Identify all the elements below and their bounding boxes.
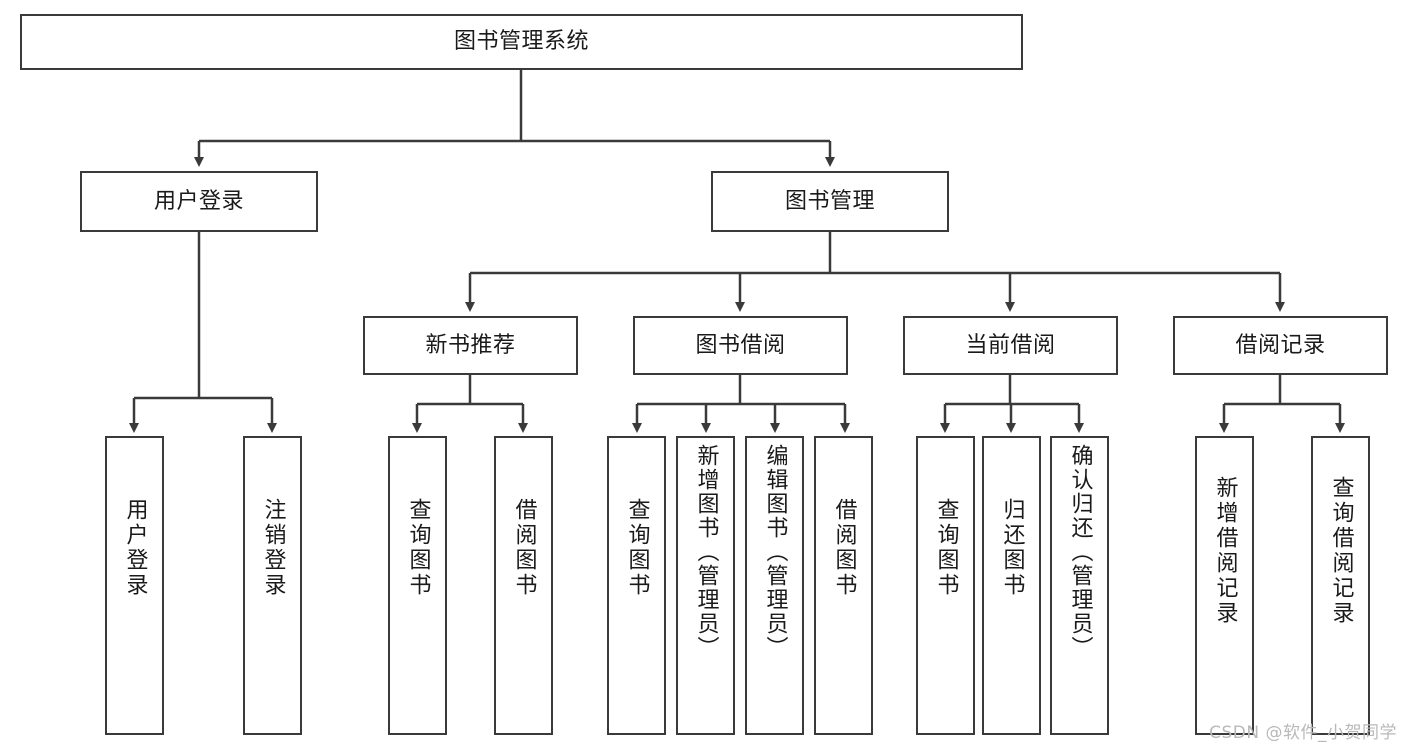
- node-leaf-edit-book[interactable]: 编辑图书（管理员）: [745, 436, 804, 735]
- node-new-book-recommend[interactable]: 新书推荐: [363, 316, 578, 375]
- node-leaf-add-record[interactable]: 新增借阅记录: [1195, 436, 1254, 735]
- node-label: 借阅图书: [831, 498, 857, 598]
- node-leaf-query-record[interactable]: 查询借阅记录: [1311, 436, 1370, 735]
- node-leaf-add-book[interactable]: 新增图书（管理员）: [676, 436, 735, 735]
- node-leaf-return-book[interactable]: 归还图书: [982, 436, 1041, 735]
- node-label: 图书管理: [784, 188, 875, 214]
- csdn-watermark: CSDN @软件_小贺同学: [1209, 723, 1397, 743]
- node-label: 图书借阅: [695, 332, 786, 358]
- node-leaf-confirm-return[interactable]: 确认归还（管理员）: [1050, 436, 1109, 735]
- node-leaf-borrow-book-1[interactable]: 借阅图书: [494, 436, 553, 735]
- node-label: 图书管理系统: [453, 29, 589, 55]
- node-label: 借阅图书: [511, 498, 537, 598]
- node-book-management[interactable]: 图书管理: [711, 171, 949, 232]
- node-label: 确认归还（管理员）: [1067, 444, 1093, 660]
- node-leaf-query-book-2[interactable]: 查询图书: [607, 436, 666, 735]
- node-label: 归还图书: [999, 498, 1025, 598]
- node-borrow-record[interactable]: 借阅记录: [1173, 316, 1388, 375]
- node-label: 用户登录: [153, 188, 244, 214]
- node-label: 查询图书: [405, 498, 431, 598]
- node-label: 新书推荐: [425, 332, 516, 358]
- node-label: 编辑图书（管理员）: [762, 444, 788, 660]
- node-leaf-query-book-3[interactable]: 查询图书: [916, 436, 975, 735]
- node-user-login[interactable]: 用户登录: [80, 171, 318, 232]
- node-label: 新增图书（管理员）: [693, 444, 719, 660]
- node-label: 查询图书: [624, 498, 650, 598]
- node-leaf-user-login[interactable]: 用户登录: [105, 436, 164, 735]
- node-book-borrow[interactable]: 图书借阅: [633, 316, 848, 375]
- node-label: 用户登录: [122, 498, 148, 598]
- node-leaf-user-logout[interactable]: 注销登录: [243, 436, 302, 735]
- node-label: 查询借阅记录: [1328, 476, 1354, 626]
- node-label: 注销登录: [260, 498, 286, 598]
- node-leaf-borrow-book-2[interactable]: 借阅图书: [814, 436, 873, 735]
- node-leaf-query-book-1[interactable]: 查询图书: [388, 436, 447, 735]
- node-label: 当前借阅: [965, 332, 1056, 358]
- node-root-system[interactable]: 图书管理系统: [20, 14, 1023, 70]
- node-label: 查询图书: [933, 498, 959, 598]
- node-label: 借阅记录: [1235, 332, 1326, 358]
- node-label: 新增借阅记录: [1212, 476, 1238, 626]
- node-current-borrow[interactable]: 当前借阅: [903, 316, 1118, 375]
